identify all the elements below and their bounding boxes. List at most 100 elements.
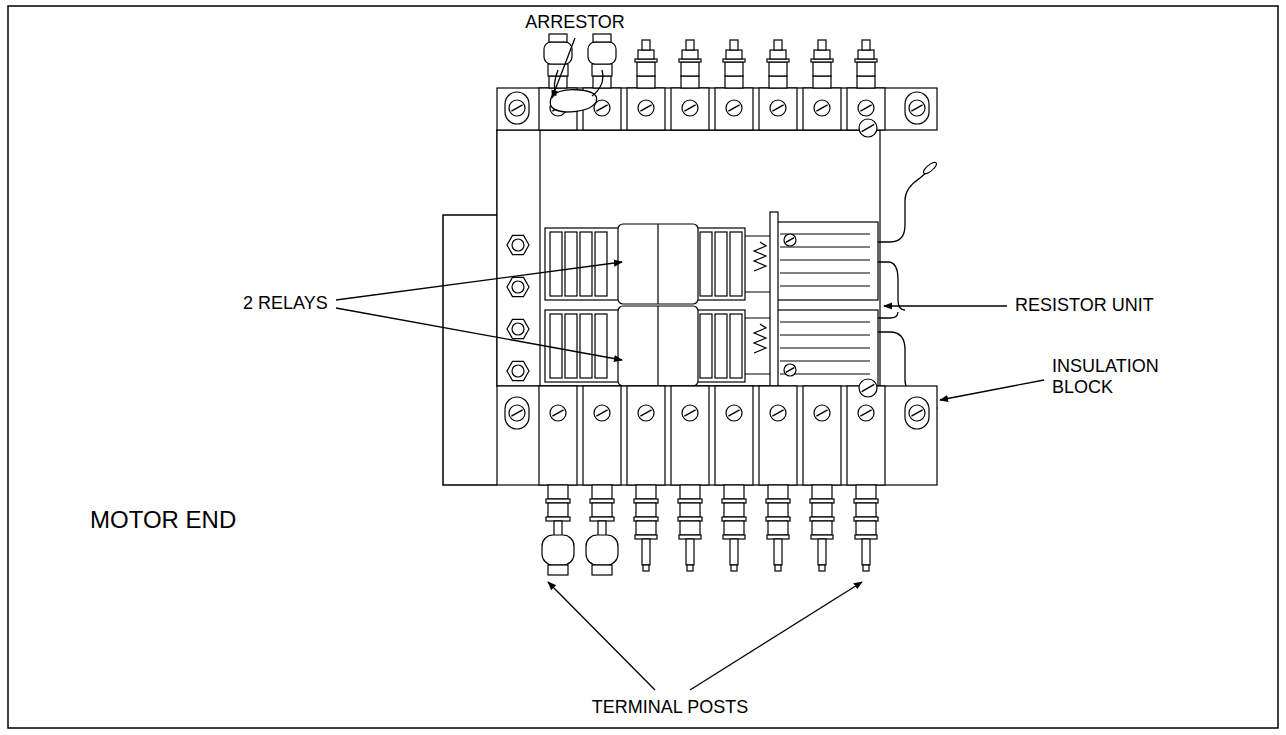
hex-nut <box>507 277 529 296</box>
terminal-post <box>855 40 877 88</box>
post-part <box>813 76 831 88</box>
post-part <box>862 539 870 565</box>
screw <box>682 100 698 116</box>
terminal-post <box>810 485 834 571</box>
resistor-body <box>772 222 878 300</box>
post-part <box>724 485 744 499</box>
terminal-post <box>544 34 572 88</box>
terminal-post <box>766 485 790 571</box>
resistor-body <box>772 310 878 388</box>
relay-fin <box>565 314 577 378</box>
post-part <box>724 503 744 517</box>
post-part <box>546 499 570 503</box>
post-part <box>681 76 699 88</box>
post-part <box>818 40 826 50</box>
screw <box>726 100 742 116</box>
relay <box>545 306 770 386</box>
screw <box>909 405 925 421</box>
leader-line <box>336 262 622 300</box>
relay-fin <box>580 232 592 296</box>
bracket <box>443 215 497 485</box>
hex-nut <box>507 235 529 254</box>
post-part <box>775 565 781 571</box>
post-part <box>819 565 825 571</box>
post-part <box>642 40 650 50</box>
post-part <box>856 485 876 499</box>
post-part <box>724 521 744 535</box>
relay-fin <box>730 314 742 378</box>
terminal-strip <box>627 88 665 130</box>
terminal-strip <box>803 88 841 130</box>
post-part <box>636 521 656 535</box>
post-part <box>818 539 826 565</box>
post-part <box>680 503 700 517</box>
hex-nut <box>507 361 529 380</box>
post-part <box>687 565 693 571</box>
resistor-wires <box>878 161 938 412</box>
insulation-bar <box>497 386 937 485</box>
post-part <box>768 485 788 499</box>
post-part <box>730 539 738 565</box>
leader-line <box>690 582 862 690</box>
terminal-strip <box>671 88 709 130</box>
screw <box>784 234 796 246</box>
callout-label: ARRESTOR <box>525 12 625 33</box>
terminal-post <box>634 485 658 571</box>
post-part <box>593 34 611 42</box>
screw <box>550 405 566 421</box>
post-part <box>588 42 616 64</box>
post-part <box>730 40 738 50</box>
spring <box>754 324 766 353</box>
post-part <box>680 485 700 499</box>
frame <box>8 6 1278 728</box>
post-part <box>638 50 654 59</box>
screw <box>859 119 877 137</box>
relay-fin <box>595 314 607 378</box>
terminal-post <box>678 485 702 571</box>
terminal-strip <box>803 386 841 485</box>
post-part <box>731 565 737 571</box>
post-part <box>592 503 612 517</box>
post-part <box>856 521 876 535</box>
screw <box>858 405 874 421</box>
post-part <box>678 499 702 503</box>
screw <box>509 405 525 421</box>
slot <box>505 92 529 124</box>
terminal-post <box>811 40 833 88</box>
post-part <box>766 499 790 503</box>
post-part <box>592 485 612 499</box>
terminal-strip <box>715 386 753 485</box>
post-part <box>770 50 786 59</box>
slot <box>905 397 929 429</box>
callout-label: MOTOR END <box>90 506 236 534</box>
post-part <box>586 535 618 565</box>
post-part <box>810 499 834 503</box>
post-part <box>856 503 876 517</box>
leader-line <box>552 38 575 98</box>
callout-label: TERMINAL POSTS <box>592 697 748 718</box>
terminal-post <box>767 40 789 88</box>
callout-label: INSULATION BLOCK <box>1052 356 1170 398</box>
hex-nut <box>507 319 529 338</box>
post-part <box>769 76 787 88</box>
resistor <box>772 310 878 388</box>
post-part <box>813 62 831 76</box>
post-part <box>814 50 830 59</box>
post-part <box>548 485 568 499</box>
terminal-post <box>723 40 745 88</box>
screw <box>814 100 830 116</box>
post-part <box>590 499 614 503</box>
post-part <box>642 539 650 565</box>
post-part <box>725 76 743 88</box>
screw <box>784 364 796 376</box>
callout-label: 2 RELAYS <box>243 293 328 314</box>
screw <box>858 100 874 116</box>
relay-fin <box>730 232 742 296</box>
screw <box>770 405 786 421</box>
terminal-post <box>635 40 657 88</box>
slot <box>505 397 529 429</box>
bar-body <box>497 386 937 485</box>
screw <box>909 100 925 116</box>
post-part <box>592 565 612 575</box>
